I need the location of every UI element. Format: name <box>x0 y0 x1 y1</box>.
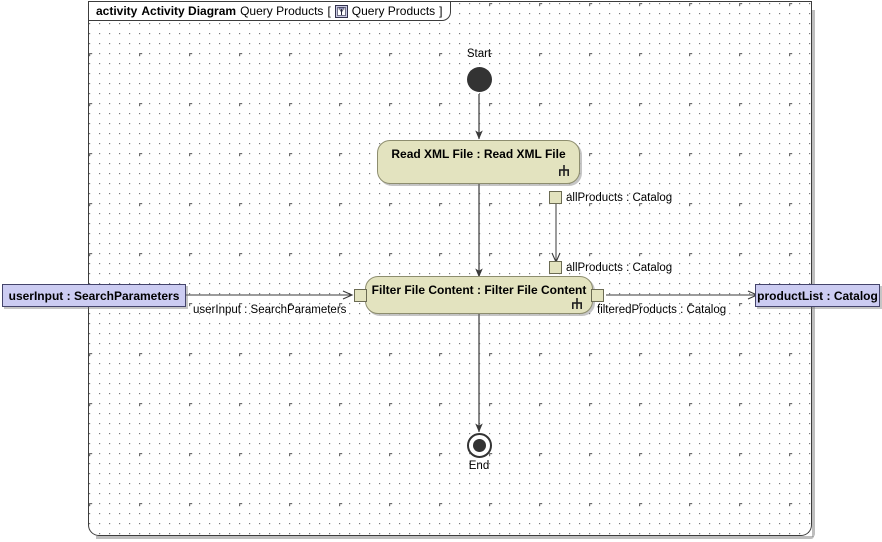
frame-title-tab[interactable]: activity Activity Diagram Query Products… <box>88 1 451 21</box>
activity-parameter-node-product-list[interactable]: productList : Catalog <box>755 284 880 307</box>
activity-parameter-node-product-list-label: productList : Catalog <box>757 288 878 303</box>
final-node-center <box>473 439 486 452</box>
rake-subactivity-icon <box>571 297 583 310</box>
frame-keyword: activity <box>96 4 138 18</box>
rake-subactivity-icon <box>558 164 570 177</box>
edge-label-user-input: userInput : SearchParameters <box>193 304 347 316</box>
input-pin-allproducts-filter-label: allProducts : Catalog <box>566 262 673 274</box>
output-pin-filteredproducts-filter[interactable] <box>591 289 604 302</box>
frame-bracket-open: [ <box>327 4 331 18</box>
output-pin-allproducts-read-xml-label: allProducts : Catalog <box>566 192 673 204</box>
frame-bracket-close: ] <box>439 4 443 18</box>
action-filter-file-content-label: Filter File Content : Filter File Conten… <box>371 283 587 297</box>
frame-qualified-name: Query Products <box>351 4 436 18</box>
activity-frame[interactable] <box>88 2 812 536</box>
frame-shadow-right <box>812 10 815 537</box>
activity-parameter-node-user-input-label: userInput : SearchParameters <box>8 288 180 303</box>
activity-parameter-node-user-input[interactable]: userInput : SearchParameters <box>2 284 186 307</box>
action-read-xml-file-label: Read XML File : Read XML File <box>391 147 566 161</box>
input-pin-userinput-filter[interactable] <box>354 289 367 302</box>
frame-shadow-bottom <box>96 536 814 539</box>
activity-diagram-icon <box>334 4 348 18</box>
output-pin-allproducts-read-xml[interactable] <box>549 191 562 204</box>
input-pin-allproducts-filter[interactable] <box>549 261 562 274</box>
frame-type-name: Activity Diagram <box>141 4 237 18</box>
action-read-xml-file[interactable]: Read XML File : Read XML File <box>377 140 580 184</box>
final-node-label: End <box>468 460 490 472</box>
start-node-label: Start <box>466 48 492 60</box>
initial-node[interactable] <box>467 67 492 92</box>
frame-name: Query Products <box>240 4 324 18</box>
edge-label-filtered-products: filteredProducts : Catalog <box>597 304 727 316</box>
action-filter-file-content[interactable]: Filter File Content : Filter File Conten… <box>365 276 593 314</box>
frame-top-border <box>449 1 812 2</box>
